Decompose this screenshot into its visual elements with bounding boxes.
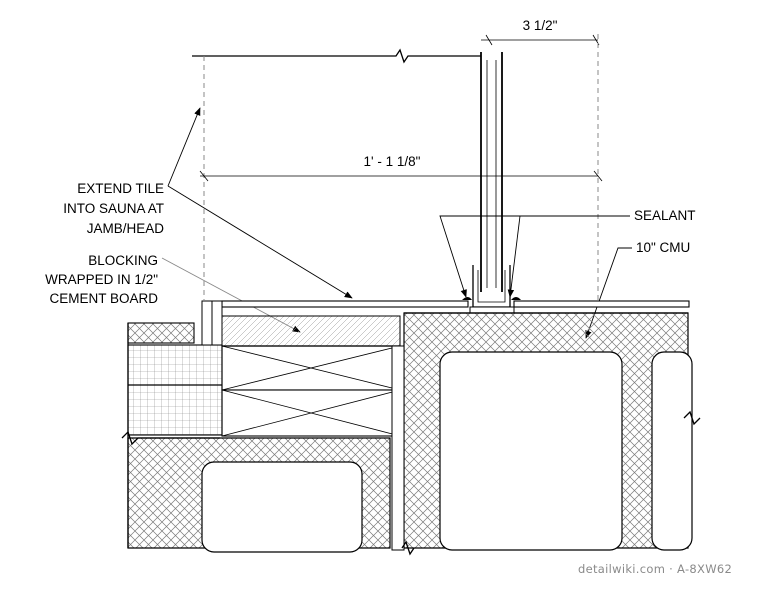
tile-finish: [221, 300, 690, 308]
cmu-lower-left: [127, 437, 391, 553]
note-sealant-label: SEALANT: [634, 208, 696, 223]
dimension-tile-extension: 1' - 1 1/8": [199, 56, 603, 300]
note-cmu: 10" CMU: [585, 240, 690, 339]
dimension-glass-width-label: 3 1/2": [523, 18, 558, 33]
dimension-glass-width: 3 1/2": [481, 18, 600, 300]
note-blocking-line-2: WRAPPED IN 1/2": [45, 272, 158, 287]
dimension-tile-extension-label: 1' - 1 1/8": [364, 154, 421, 169]
blocking-wood: [221, 315, 401, 437]
cmu-10-inch: [403, 312, 693, 551]
note-extend-tile-line-3: JAMB/HEAD: [87, 221, 165, 236]
note-cmu-label: 10" CMU: [636, 240, 690, 255]
cement-board-vertical: [391, 345, 405, 551]
glass-panel: [480, 52, 503, 292]
note-sealant: SEALANT: [439, 208, 696, 298]
watermark: detailwiki.com · A-8XW62: [578, 562, 732, 576]
note-extend-tile: EXTEND TILE INTO SAUNA AT JAMB/HEAD: [63, 107, 353, 299]
note-extend-tile-line-1: EXTEND TILE: [77, 181, 164, 196]
break-lines: [121, 323, 701, 556]
top-break-line: [192, 48, 481, 64]
note-blocking-line-1: BLOCKING: [88, 253, 158, 268]
note-blocking-line-3: CEMENT BOARD: [49, 291, 158, 306]
wall-assembly-left: [127, 300, 223, 436]
note-extend-tile-line-2: INTO SAUNA AT: [63, 201, 164, 216]
glass-channel: [469, 265, 515, 314]
sealant-beads: [462, 297, 521, 300]
